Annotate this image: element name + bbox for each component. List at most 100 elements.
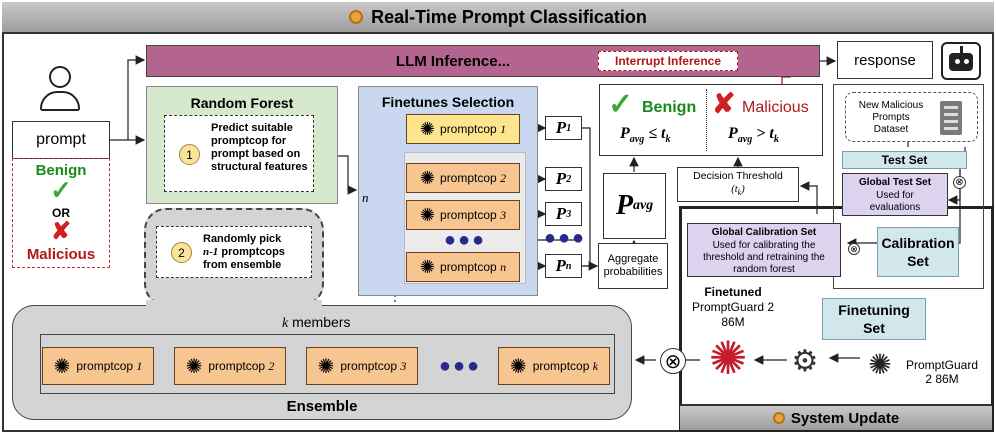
bagel-icon xyxy=(349,10,364,24)
ensemble-card-k: ✺promptcop k xyxy=(498,347,610,385)
random-forest-step: 1 Predict suitable promptcop for prompt … xyxy=(164,115,314,192)
cond-t: t xyxy=(769,125,774,142)
finetuned-line3: 86M xyxy=(721,315,745,329)
p-sub: 1 xyxy=(566,122,572,134)
combine-icon: ⊗ xyxy=(660,348,686,374)
cond-sub: avg xyxy=(629,134,645,146)
finetuned-line2: PromptGuard 2 xyxy=(691,300,775,314)
network-icon: ✺ xyxy=(419,118,436,139)
title-bar: Real-Time Prompt Classification xyxy=(2,2,994,34)
cond-p: P xyxy=(620,125,630,142)
bagel-icon xyxy=(772,412,785,424)
card-index: k xyxy=(592,358,599,373)
ensemble-card-1: ✺promptcop 1 xyxy=(42,347,154,385)
system-update-bar: System Update xyxy=(680,404,992,430)
global-test-line1: Used for xyxy=(876,190,914,201)
ensemble-card-3: ✺promptcop 3 xyxy=(306,347,418,385)
network-icon: ✺ xyxy=(509,355,527,378)
card-index: 2 xyxy=(268,358,275,373)
decision-outcome-box: ✓ Benign Pavg ≤ tk ✘ Malicious Pavg > tk xyxy=(599,84,823,156)
cond-tsub: k xyxy=(773,134,779,146)
fs-card-n: ✺ promptcop n xyxy=(406,252,520,282)
k-var: k xyxy=(282,316,289,331)
response-box: response xyxy=(837,41,933,79)
pavg-sub: avg xyxy=(632,198,654,213)
card-index: 1 xyxy=(136,358,143,373)
robot-icon xyxy=(941,42,981,80)
promptguard-line2: 2 86M xyxy=(925,372,959,386)
x-icon: ✘ xyxy=(712,88,736,119)
network-icon: ✺ xyxy=(868,348,892,380)
system-update-panel xyxy=(679,206,994,432)
card-index: 3 xyxy=(400,358,407,373)
dataset-line3: Dataset xyxy=(873,124,909,135)
llm-inference-label: LLM Inference... xyxy=(395,52,511,70)
fs-card-2: ✺promptcop 2 xyxy=(406,163,520,193)
cond-t: t xyxy=(661,125,666,142)
global-calibration-box: Global Calibration Set Used for calibrat… xyxy=(687,223,841,277)
cond-sub: avg xyxy=(737,134,753,146)
system-update-label: System Update xyxy=(790,409,900,427)
pick-n: n-1 xyxy=(203,246,219,258)
step-2-badge: 2 xyxy=(171,242,192,263)
p-symbol: P xyxy=(555,256,566,275)
global-calib-line1: Used for calibrating the xyxy=(712,240,816,251)
x-icon: ✘ xyxy=(50,217,72,245)
pick-step: 2 Randomly pick n-1 promptcops from ense… xyxy=(156,226,312,278)
card-label: promptcop xyxy=(76,359,134,373)
user-icon xyxy=(38,66,84,114)
network-icon: ✺ xyxy=(419,167,436,188)
calibration-line2: Set xyxy=(907,253,929,269)
dataset-line1: New Malicious xyxy=(858,100,924,111)
interrupt-inference: Interrupt Inference xyxy=(598,51,738,71)
n-label: n xyxy=(362,190,369,205)
card-index: n xyxy=(500,259,507,274)
promptguard-line1: PromptGuard xyxy=(905,358,979,372)
p-sub: 3 xyxy=(566,208,572,220)
decision-tsub: k xyxy=(737,188,742,198)
prompt-box: prompt xyxy=(12,121,110,159)
network-icon: ✺ xyxy=(317,355,335,378)
cond-op: ≤ xyxy=(648,125,658,142)
global-calib-line3: random forest xyxy=(733,264,795,275)
p-ellipsis: ●●● xyxy=(543,226,587,249)
network-icon: ✺ xyxy=(419,256,436,277)
calibration-line1: Calibration xyxy=(881,235,955,251)
pick-text-a: Randomly pick xyxy=(203,233,282,245)
dataset-panel xyxy=(833,84,984,289)
gear-icon: ⚙ xyxy=(791,344,819,378)
diagram-title: Real-Time Prompt Classification xyxy=(371,6,647,27)
benign-result: Benign xyxy=(642,99,697,116)
fs-ellipsis: ●●● xyxy=(443,228,487,251)
p-symbol: P xyxy=(555,204,567,223)
check-icon: ✓ xyxy=(608,88,634,121)
classification-options: Benign ✓ OR ✘ Malicious xyxy=(12,158,110,268)
network-icon: ✺ xyxy=(419,204,436,225)
pavg-symbol: P xyxy=(615,190,633,221)
members-text: members xyxy=(292,314,351,330)
random-forest-title: Random Forest xyxy=(190,95,294,111)
cond-op: > xyxy=(756,125,766,142)
network-icon: ✺ xyxy=(185,355,203,378)
ensemble-join xyxy=(146,300,322,310)
fs-card-1: ✺promptcop 1 xyxy=(406,114,520,144)
step-1-badge: 1 xyxy=(179,144,200,165)
global-calibration-title: Global Calibration Set xyxy=(711,227,817,238)
decision-threshold-box: Decision Threshold(tk) xyxy=(677,167,799,202)
malicious-option: Malicious xyxy=(26,245,96,263)
decision-line1: Decision Threshold xyxy=(693,169,783,182)
card-label: promptcop xyxy=(440,260,497,274)
global-calib-line2: threshold and retraining the xyxy=(703,252,825,263)
random-forest-text: Predict suitable promptcop for prompt ba… xyxy=(211,122,308,173)
aggregate-line1: Aggregate xyxy=(607,253,659,265)
benign-option: Benign xyxy=(35,161,87,179)
